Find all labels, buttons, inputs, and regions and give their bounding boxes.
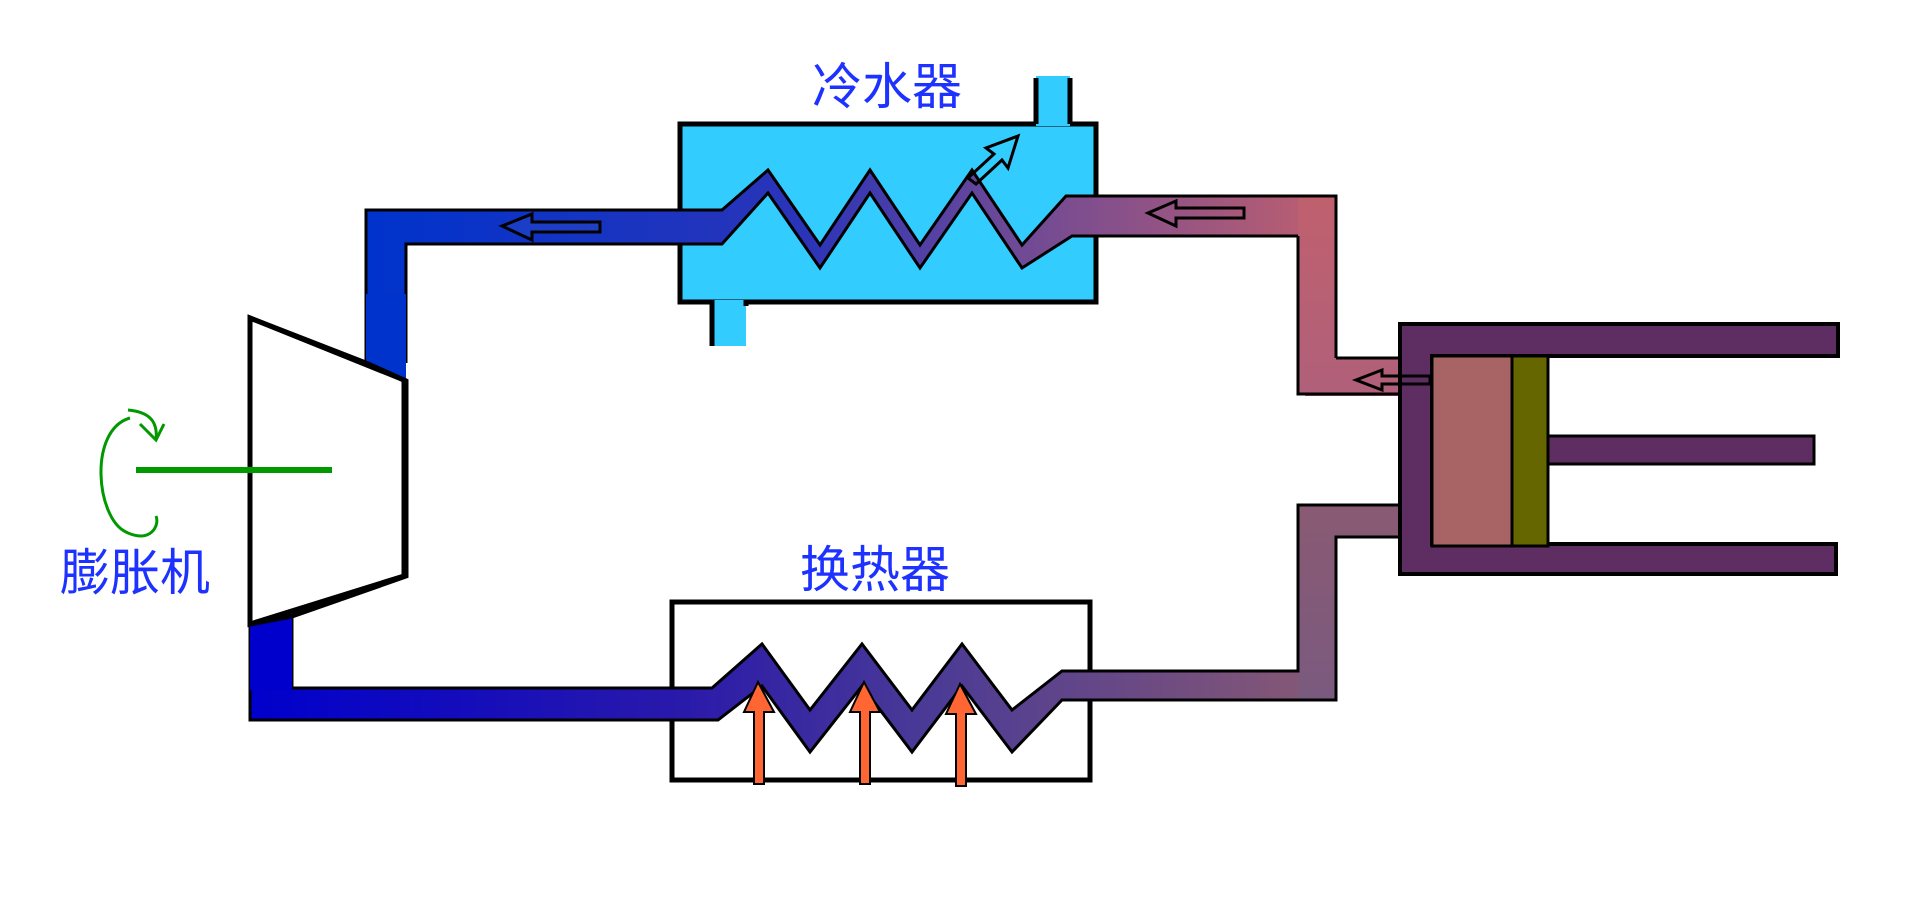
bottom-pipe bbox=[250, 505, 1432, 752]
heat-exchanger-label: 换热器 bbox=[800, 541, 950, 599]
heat-input-arrow-icon bbox=[944, 681, 978, 787]
heat-rejection-arrow-icon bbox=[965, 133, 1021, 186]
flow-direction-arrow-icon bbox=[498, 211, 602, 243]
rotation-arrow-icon bbox=[99, 408, 166, 538]
flow-direction-arrow-icon bbox=[1144, 198, 1246, 229]
expander bbox=[247, 294, 409, 690]
expander-inlet-port bbox=[366, 294, 406, 381]
flow-direction-arrow-icon bbox=[1351, 367, 1432, 393]
expander-outlet-port bbox=[250, 616, 292, 690]
heat-input-arrow-icon bbox=[742, 679, 776, 785]
expander-label: 膨胀机 bbox=[60, 544, 210, 602]
cooler-water-inlet bbox=[712, 300, 746, 346]
cylinder bbox=[1398, 322, 1840, 576]
cooler-label: 冷水器 bbox=[812, 58, 962, 116]
heat-input-arrow-icon bbox=[848, 679, 882, 785]
piston-rod bbox=[1546, 434, 1816, 466]
top-pipe bbox=[366, 170, 1432, 396]
piston-head bbox=[1510, 354, 1550, 548]
piston-gas-chamber bbox=[1430, 354, 1514, 548]
cooler-water-outlet bbox=[1036, 76, 1070, 126]
